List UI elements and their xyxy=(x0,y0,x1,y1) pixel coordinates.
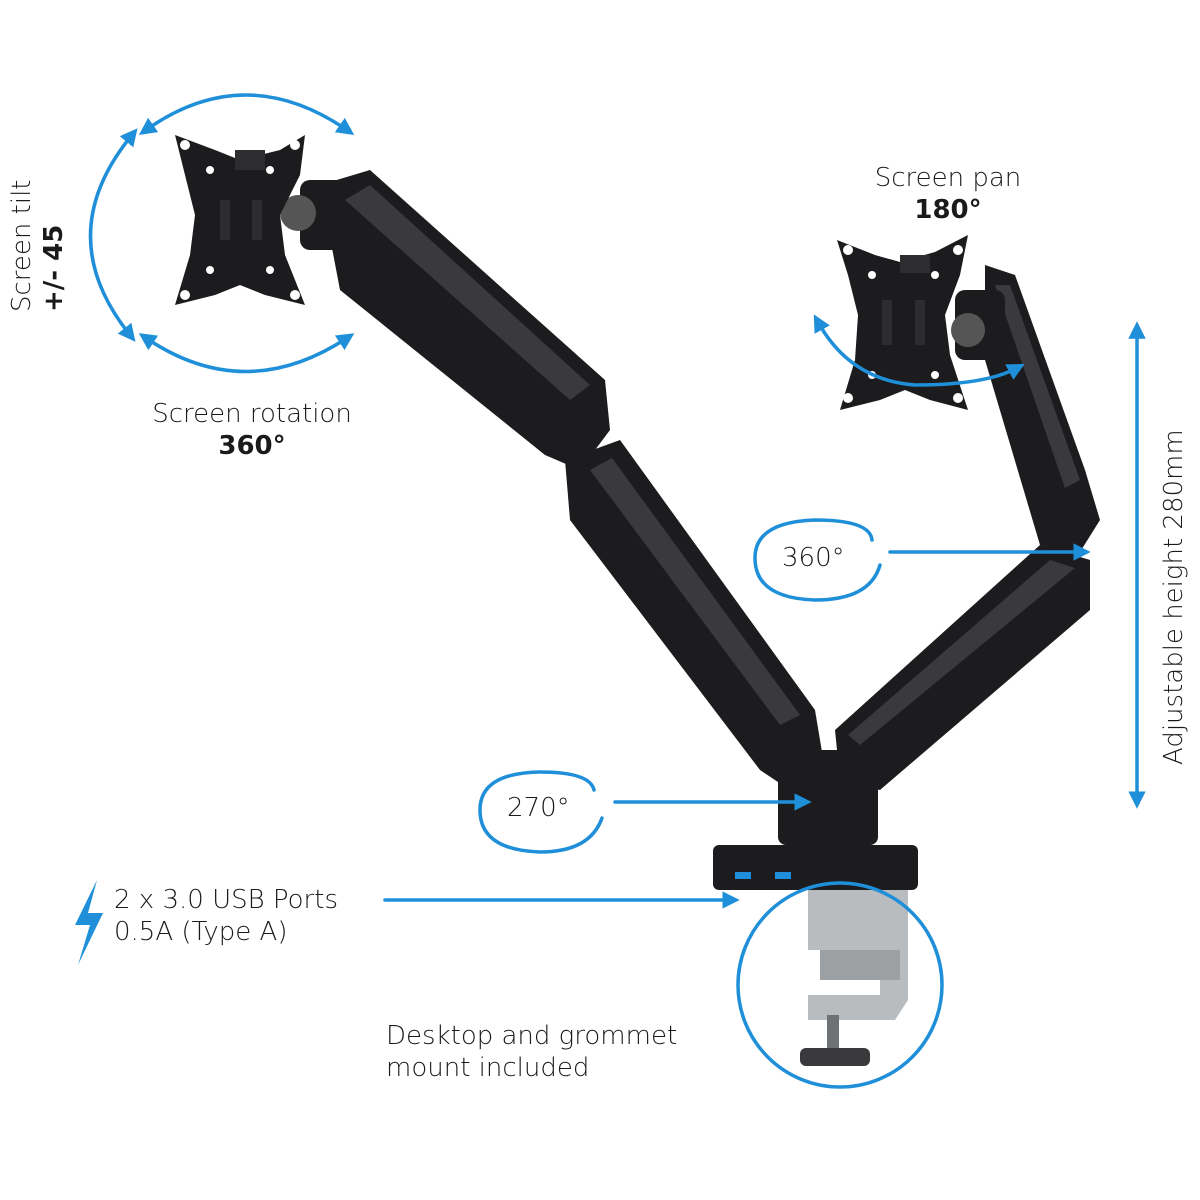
pan-title: Screen pan xyxy=(874,163,1022,193)
usb-line2: 0.5A (Type A) xyxy=(114,917,288,947)
mount-line2: mount included xyxy=(386,1053,590,1083)
mount-label: Desktop and grommet mount included xyxy=(386,1020,677,1084)
left-lower-arm xyxy=(565,440,825,790)
center-pole xyxy=(778,750,878,845)
rotation-label: Screen rotation 360° xyxy=(152,398,352,462)
arm-swivel-label: 360° xyxy=(782,543,845,573)
base-swivel-ellipse xyxy=(478,770,604,854)
rotation-arc-bottom xyxy=(138,333,355,374)
rotation-value: 360° xyxy=(218,431,286,461)
left-vesa-plate xyxy=(175,135,305,305)
pan-arc xyxy=(813,314,1025,387)
height-label: Adjustable height 280mm xyxy=(1159,429,1189,765)
desk-clamp xyxy=(808,890,908,1020)
usb-label: 2 x 3.0 USB Ports 0.5A (Type A) xyxy=(114,884,338,948)
tilt-arc-top xyxy=(138,93,355,136)
rotation-title: Screen rotation xyxy=(152,399,352,429)
lightning-bolt-icon xyxy=(75,880,103,965)
annotations xyxy=(88,93,1146,1089)
mount-line1: Desktop and grommet xyxy=(386,1021,678,1051)
left-upper-arm xyxy=(320,170,610,470)
tilt-arc-left xyxy=(88,128,138,342)
tilt-label: Screen tilt +/- 45 xyxy=(6,180,70,313)
clamp-highlight-circle xyxy=(736,881,944,1089)
base-housing xyxy=(713,845,918,890)
pan-value: 180° xyxy=(914,195,982,225)
tilt-title: Screen tilt xyxy=(7,179,37,313)
usb-line1: 2 x 3.0 USB Ports xyxy=(114,885,338,915)
tilt-value: +/- 45 xyxy=(39,224,69,312)
base-swivel-label: 270° xyxy=(507,793,570,823)
arm-swivel-ellipse xyxy=(753,518,882,602)
pan-label: Screen pan 180° xyxy=(875,162,1022,226)
